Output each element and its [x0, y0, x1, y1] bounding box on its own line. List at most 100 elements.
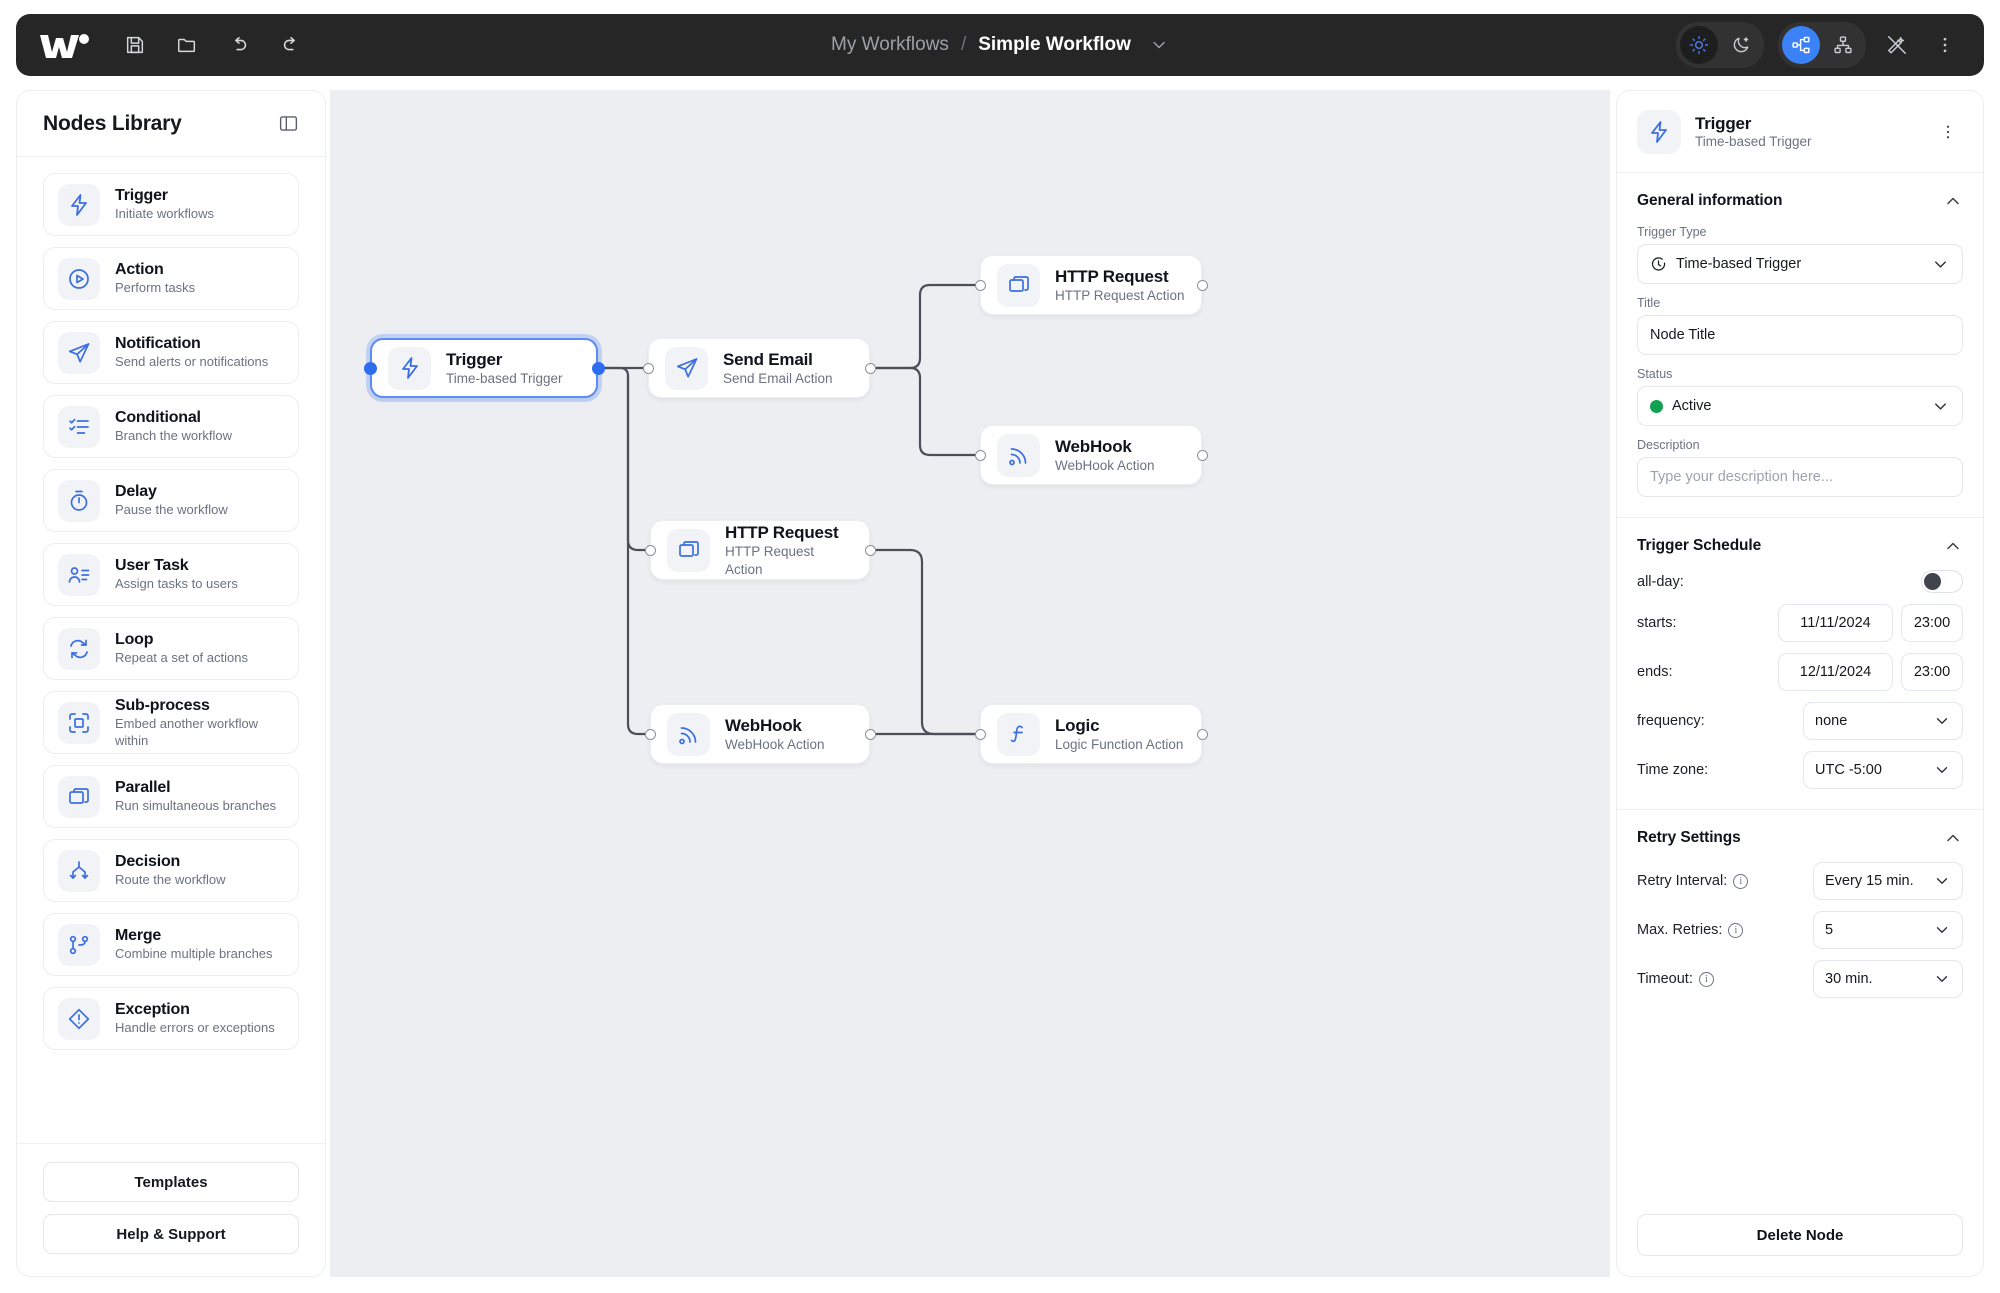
starts-date-input[interactable]: 11/11/2024 — [1778, 604, 1893, 642]
all-day-toggle[interactable] — [1921, 570, 1963, 593]
info-icon[interactable]: i — [1733, 873, 1749, 889]
chevron-up-icon[interactable] — [1943, 536, 1963, 556]
node-port-in[interactable] — [644, 544, 656, 556]
folder-open-icon[interactable] — [174, 32, 200, 58]
node-port-out[interactable] — [1196, 279, 1208, 291]
timeout-select[interactable]: 30 min. — [1813, 960, 1963, 998]
info-icon[interactable]: i — [1728, 922, 1744, 938]
retry-section-header[interactable]: Retry Settings — [1637, 828, 1963, 848]
node-port-out[interactable] — [864, 728, 876, 740]
trigger-type-select[interactable]: Time-based Trigger — [1637, 244, 1963, 284]
chevron-down-icon — [1933, 712, 1951, 730]
max-retries-label: Max. Retries: — [1637, 922, 1723, 938]
info-icon[interactable]: i — [1698, 971, 1714, 987]
flow-node-subtitle: HTTP Request Action — [725, 544, 815, 577]
general-section-header[interactable]: General information — [1637, 191, 1963, 211]
schedule-section-header[interactable]: Trigger Schedule — [1637, 536, 1963, 556]
ends-time-input[interactable]: 23:00 — [1901, 653, 1963, 691]
flow-node-title: HTTP Request — [725, 522, 839, 542]
chevron-down-icon — [1931, 397, 1950, 416]
library-node-name: Delay — [115, 483, 157, 501]
max-retries-row: Max. Retries: i 5 — [1637, 911, 1963, 949]
chevron-up-icon[interactable] — [1943, 828, 1963, 848]
starts-time-input[interactable]: 23:00 — [1901, 604, 1963, 642]
save-icon[interactable] — [122, 32, 148, 58]
undo-icon[interactable] — [226, 32, 252, 58]
flow-node-subtitle: Send Email Action — [723, 370, 833, 386]
node-port-out[interactable] — [1196, 449, 1208, 461]
more-vertical-icon[interactable] — [1933, 117, 1963, 147]
horizontal-layout-icon[interactable] — [1782, 26, 1820, 64]
description-input[interactable]: Type your description here... — [1637, 457, 1963, 497]
node-port-in[interactable] — [974, 449, 986, 461]
magic-wand-icon[interactable] — [1880, 28, 1914, 62]
title-input[interactable]: Node Title — [1637, 315, 1963, 355]
chevron-down-icon[interactable] — [1149, 35, 1169, 55]
breadcrumb-parent[interactable]: My Workflows — [831, 34, 949, 55]
node-port-in[interactable] — [644, 728, 656, 740]
node-port-out[interactable] — [864, 544, 876, 556]
redo-icon[interactable] — [278, 32, 304, 58]
more-vertical-icon[interactable] — [1928, 28, 1962, 62]
moon-icon[interactable] — [1722, 26, 1760, 64]
status-select[interactable]: Active — [1637, 386, 1963, 426]
retry-interval-row: Retry Interval: i Every 15 min. — [1637, 862, 1963, 900]
node-port-in[interactable] — [363, 361, 377, 375]
delete-node-button[interactable]: Delete Node — [1637, 1214, 1963, 1256]
title-label: Title — [1637, 296, 1661, 310]
library-node-desc: Perform tasks — [115, 280, 196, 296]
help-support-button[interactable]: Help & Support — [43, 1214, 299, 1254]
node-port-out[interactable] — [591, 361, 605, 375]
node-port-out[interactable] — [1196, 728, 1208, 740]
library-node-name: Trigger — [115, 187, 168, 205]
library-node-desc: Handle errors or exceptions — [115, 1020, 275, 1036]
sidebar-header: Nodes Library — [17, 91, 325, 157]
templates-button[interactable]: Templates — [43, 1162, 299, 1202]
panel-footer: Delete Node — [1617, 1198, 1983, 1276]
loop-icon — [58, 627, 100, 670]
panel-collapse-icon[interactable] — [278, 113, 299, 134]
app-logo[interactable] — [38, 30, 96, 60]
retry-interval-label: Retry Interval: — [1637, 873, 1728, 889]
sun-icon[interactable] — [1680, 26, 1718, 64]
top-toolbar: My Workflows / Simple Workflow — [16, 14, 1984, 76]
ends-date-input[interactable]: 12/11/2024 — [1778, 653, 1893, 691]
library-node-desc: Combine multiple branches — [115, 946, 273, 962]
vertical-layout-icon[interactable] — [1824, 26, 1862, 64]
timezone-select[interactable]: UTC -5:00 — [1803, 751, 1963, 789]
node-port-in[interactable] — [974, 279, 986, 291]
retry-interval-select[interactable]: Every 15 min. — [1813, 862, 1963, 900]
general-section-title: General information — [1637, 192, 1783, 209]
panel-body: General information Trigger Type Time-ba… — [1617, 173, 1983, 1198]
ends-label: ends: — [1637, 664, 1673, 680]
chevron-up-icon[interactable] — [1943, 191, 1963, 211]
node-port-in[interactable] — [974, 728, 986, 740]
max-retries-select[interactable]: 5 — [1813, 911, 1963, 949]
frequency-select[interactable]: none — [1803, 702, 1963, 740]
all-day-row: all-day: — [1637, 570, 1963, 593]
node-port-out[interactable] — [864, 362, 876, 374]
trigger-type-field: Trigger Type Time-based Trigger — [1637, 225, 1963, 284]
node-port-in[interactable] — [642, 362, 654, 374]
